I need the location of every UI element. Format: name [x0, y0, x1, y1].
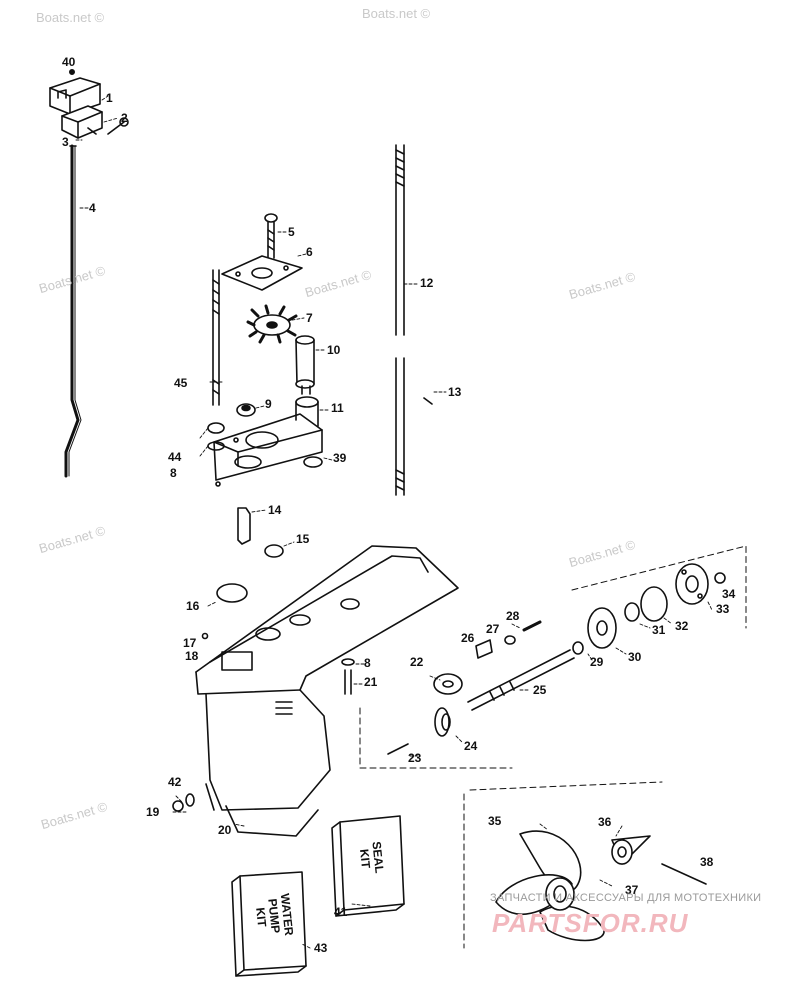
callout-6: 6 [306, 245, 313, 259]
callout-35: 35 [488, 814, 502, 828]
nut-44 [207, 422, 225, 434]
callout-21: 21 [364, 675, 378, 689]
water-pump-kit-box [231, 871, 307, 977]
callout-19: 19 [146, 805, 160, 819]
callout-45: 45 [174, 376, 188, 390]
callout-17: 17 [183, 636, 197, 650]
tube-10 [295, 335, 315, 395]
callout-36: 36 [598, 815, 612, 829]
bolt-21 [341, 658, 355, 695]
shift-rod [64, 144, 82, 478]
seal-kit-box [331, 815, 405, 917]
callout-1: 1 [106, 91, 113, 105]
propeller-shaft [467, 649, 575, 711]
watermark: Boats.net © [362, 6, 431, 21]
callout-23: 23 [408, 751, 422, 765]
pump-housing [213, 396, 323, 487]
callout-33: 33 [716, 602, 730, 616]
callout-20: 20 [218, 823, 232, 837]
callout-40: 40 [62, 55, 76, 69]
callout-31: 31 [652, 623, 666, 637]
screw-2 [87, 117, 129, 135]
o-ring-16 [216, 583, 248, 603]
callout-41: 41 [334, 905, 348, 919]
screw-5 [264, 213, 278, 259]
cotter-pin-38 [661, 863, 707, 885]
shift-rod-connector [49, 69, 103, 139]
watermark: Boats.net © [36, 10, 105, 25]
callout-30: 30 [628, 650, 642, 664]
callout-3: 3 [62, 135, 69, 149]
clip-14 [237, 507, 251, 545]
pump-plate [221, 255, 303, 291]
callout-29: 29 [590, 655, 604, 669]
gear-30 [587, 607, 617, 649]
callout-11: 11 [331, 401, 344, 415]
gearcase [195, 545, 459, 837]
callout-37: 37 [625, 883, 639, 897]
spring-28 [522, 620, 542, 632]
cap-15 [264, 544, 284, 558]
callout-26: 26 [461, 631, 475, 645]
callout-15: 15 [296, 532, 310, 546]
partsfor-logo: PARTSFOR.RU [492, 908, 689, 938]
callout-18: 18 [185, 649, 199, 663]
callout-12: 12 [420, 276, 434, 290]
callout-7: 7 [306, 311, 313, 325]
callout-8a: 8 [170, 466, 177, 480]
callout-2: 2 [121, 111, 128, 125]
callout-43: 43 [314, 941, 328, 955]
pin-23 [387, 743, 409, 755]
screw-34 [714, 572, 726, 584]
callout-9: 9 [265, 397, 272, 411]
driveshaft [395, 144, 405, 496]
grommet-9 [236, 403, 256, 417]
bearing-31 [624, 602, 640, 622]
washer-29 [572, 641, 584, 655]
callout-44: 44 [168, 450, 182, 464]
callout-4: 4 [89, 201, 96, 215]
callout-25: 25 [533, 683, 547, 697]
callout-28: 28 [506, 609, 520, 623]
callout-16: 16 [186, 599, 200, 613]
o-ring-32 [640, 586, 668, 622]
screw-17 [201, 632, 209, 640]
stud-45 [212, 269, 220, 406]
propeller [495, 830, 605, 942]
callout-32: 32 [675, 619, 689, 633]
gear-24 [434, 707, 451, 737]
callout-38: 38 [700, 855, 714, 869]
clip-26 [475, 639, 493, 659]
callout-27: 27 [486, 622, 500, 636]
washer-42 [185, 793, 195, 807]
callout-39: 39 [333, 451, 347, 465]
callout-10: 10 [327, 343, 341, 357]
thrust-spacer [611, 835, 651, 865]
impeller [246, 304, 298, 344]
callout-42: 42 [168, 775, 182, 789]
callout-14: 14 [268, 503, 282, 517]
partsfor-tagline: ЗАПЧАСТИ И АКСЕССУАРЫ ДЛЯ МОТОТЕХНИКИ [490, 892, 762, 904]
callout-5: 5 [288, 225, 295, 239]
bearing-housing [675, 563, 709, 605]
callout-34: 34 [722, 587, 736, 601]
callout-8b: 8 [364, 656, 371, 670]
pin-27 [504, 635, 516, 645]
callout-22: 22 [410, 655, 424, 669]
gear-22 [433, 673, 463, 695]
plug-19 [172, 800, 184, 812]
callout-24: 24 [464, 739, 478, 753]
pin-13 [423, 397, 433, 405]
callout-13: 13 [448, 385, 462, 399]
o-ring-39 [303, 456, 323, 468]
